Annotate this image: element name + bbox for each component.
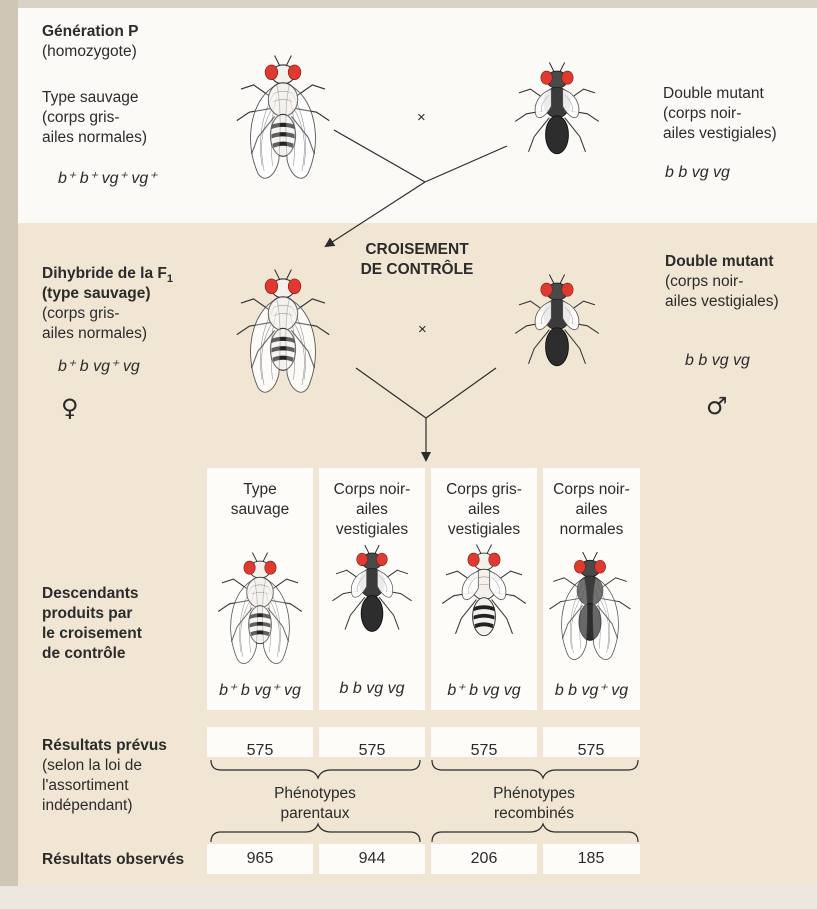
fly-testcross-mutant xyxy=(515,275,599,366)
fly-p-wild xyxy=(237,56,329,179)
fly-f1-wild xyxy=(237,270,329,393)
fly-offspring-black-normal xyxy=(550,552,631,660)
fly-p-mutant xyxy=(515,62,599,153)
testcross-line-left xyxy=(356,368,426,418)
recombinant-brace-observed xyxy=(432,824,638,842)
testcross-line-right xyxy=(426,368,496,418)
p-cross-line-left xyxy=(334,130,425,182)
p-to-f1-arrow xyxy=(326,182,425,246)
fly-offspring-grey-vestigial xyxy=(442,545,526,636)
recombinant-brace-expected xyxy=(432,760,638,778)
parental-brace-expected xyxy=(211,760,420,778)
parental-brace-observed xyxy=(211,824,420,842)
fly-offspring-wild xyxy=(218,553,302,664)
p-cross-line-right xyxy=(425,146,507,182)
fly-offspring-black-vestigial xyxy=(332,545,411,631)
